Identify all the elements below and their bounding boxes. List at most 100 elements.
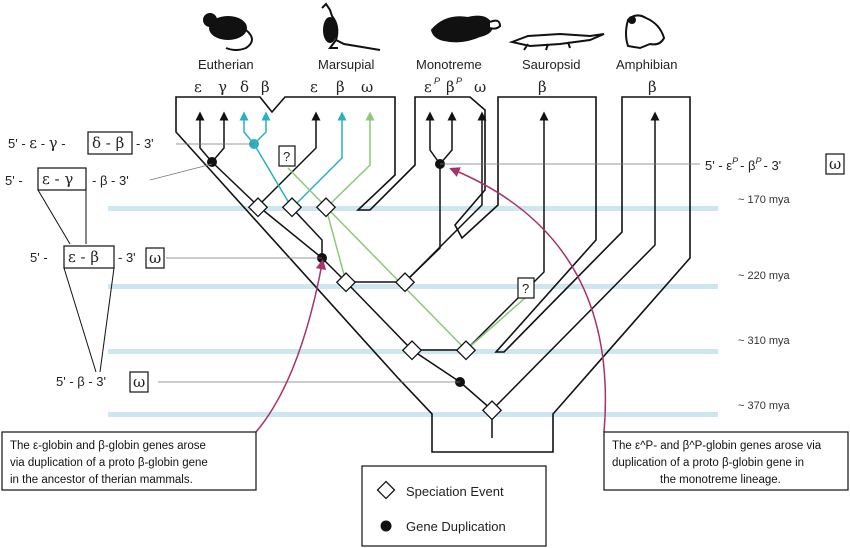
cluster-2: 5' - ε - γ - β - 3': [5, 163, 213, 245]
cluster-3-box: [63, 245, 115, 269]
lineage-marsupial-epsilon: [257, 111, 321, 207]
cluster-2-prefix: 5' -: [5, 173, 23, 188]
lineage-eutherian-beta: [253, 111, 271, 145]
gene-eu-delta: δ: [240, 78, 249, 96]
note-left-line-1: The ε-globin and β-globin genes arose: [10, 440, 206, 452]
cluster-monotreme-omega-box: [825, 153, 845, 175]
note-box-left: [1, 431, 257, 491]
gene-eu-epsilon: ε: [194, 78, 202, 96]
mya-label-220: ~ 220 mya: [738, 270, 791, 282]
gene-mo-epsilon-sup: P: [434, 76, 440, 86]
cluster-2-expansion: [37, 189, 87, 245]
mouse-icon: [203, 13, 253, 51]
gene-mo-beta-sup: P: [456, 76, 462, 86]
cluster-1-suffix: - 3': [136, 136, 154, 151]
annotation-arrow-left: [255, 258, 327, 433]
cluster-monotreme: 5' - εP- βP- 3' ω: [440, 153, 845, 175]
cluster-monotreme-omega: ω: [829, 155, 841, 173]
speciation-diamond-3: [315, 197, 337, 218]
question-box-1: [278, 145, 296, 167]
lineage-eutherian-delta: [239, 111, 255, 145]
lineage-eutherian-epsilon: [195, 111, 213, 163]
legend-duplication-label: Gene Duplication: [406, 519, 506, 534]
mya-label-310: ~ 310 mya: [738, 335, 791, 347]
time-bands: [108, 206, 718, 417]
cluster-4-omega: ω: [133, 373, 145, 391]
platypus-icon: [430, 15, 502, 43]
legend-box: [361, 465, 547, 547]
lineage-monotreme-omega: [404, 111, 487, 283]
lineage-monotreme-epsilon: [425, 111, 441, 165]
lineage-omega-from-eutherian: [287, 167, 467, 351]
cluster-3-omega-box: [145, 247, 165, 269]
lineage-omega-from-sauropsid: [465, 297, 526, 351]
cluster-4-omega-box: [129, 371, 149, 393]
band-170: [108, 206, 718, 211]
speciation-diamond-2: [281, 197, 303, 218]
cluster-1-boxed: δ - β: [92, 134, 124, 152]
lineage-amphibian-beta: [459, 111, 660, 412]
gene-mo-beta: β: [446, 78, 455, 96]
lineage-eu-to-dup: [211, 161, 259, 207]
cluster-monotreme-text: 5' - εP- βP- 3': [705, 156, 781, 173]
cluster-2-leader: [149, 163, 213, 181]
gene-mo-omega: ω: [474, 78, 486, 96]
lineage-monotreme-beta: [439, 111, 457, 165]
cluster-3-boxed: ε - β: [68, 248, 99, 266]
gene-eu-gamma: γ: [218, 78, 227, 96]
note-right-line-1: The ε^P- and β^P-globin genes arose via: [612, 440, 822, 452]
cluster-3-expansion: [63, 267, 115, 373]
cluster-1-box: [87, 131, 133, 155]
cluster-3-prefix: 5' -: [30, 250, 48, 265]
cluster-4: 5' - β - 3' ω: [56, 371, 460, 393]
band-370: [108, 412, 718, 417]
note-box-right: [603, 431, 849, 491]
lineage-therian-dup-up: [291, 207, 323, 258]
speciation-diamond-5: [394, 272, 416, 293]
frog-icon: [625, 14, 666, 50]
legend-duplication-icon: [380, 520, 392, 532]
lineage-marsupial-omega: [325, 111, 375, 209]
cluster-4-prefix: 5' - β - 3': [56, 374, 106, 389]
note-right-line-2: duplication of a proto β-globin gene in: [612, 457, 804, 469]
taxon-label-amphibian: Amphibian: [616, 57, 677, 72]
gene-sa-beta: β: [538, 78, 547, 96]
lineage-therian-eps: [257, 205, 323, 259]
duplication-dot-eutherian: [207, 157, 217, 167]
gene-am-beta: β: [648, 78, 657, 96]
mya-label-170: ~ 170 mya: [738, 194, 791, 206]
mya-label-370: ~ 370 mya: [738, 400, 791, 412]
note-right-line-3: the monotreme lineage.: [660, 474, 781, 486]
taxon-label-eutherian: Eutherian: [198, 57, 254, 72]
cluster-2-boxed: ε - γ: [42, 170, 73, 188]
gene-lineages-cyan: [239, 111, 347, 209]
cluster-3-suffix: - 3': [118, 250, 136, 265]
lineage-eutherian-gamma: [211, 111, 229, 163]
species-tree-outline: [175, 96, 691, 453]
speciation-markers: [247, 197, 503, 421]
cluster-2-box: [37, 167, 87, 191]
gene-eu-beta: β: [261, 78, 270, 96]
note-left-line-3: in the ancestor of therian mammals.: [10, 474, 193, 486]
speciation-diamond-6: [401, 340, 423, 361]
lineage-marsupial-beta: [291, 111, 347, 209]
gene-ma-epsilon: ε: [310, 78, 318, 96]
gene-mo-epsilon: ε: [424, 78, 432, 96]
gene-ma-beta: β: [336, 78, 345, 96]
lineage-sauropsid-beta: [412, 111, 549, 351]
cluster-3-omega: ω: [149, 249, 161, 267]
cluster-3: 5' - ε - β - 3' ω: [30, 245, 322, 373]
cluster-2-mid: - β - 3': [92, 173, 129, 188]
speciation-diamond-1: [247, 197, 269, 218]
note-left-line-2: via duplication of a proto β-globin gene: [10, 457, 208, 469]
taxon-label-sauropsid: Sauropsid: [522, 57, 581, 72]
question-box-2: [517, 277, 535, 299]
legend-speciation-icon: [376, 480, 396, 500]
speciation-diamond-7: [455, 340, 477, 361]
cluster-1-prefix: 5' - ε - γ -: [8, 134, 66, 152]
annotation-arrow-right: [449, 167, 607, 433]
speciation-diamond-4: [335, 272, 357, 293]
legend-speciation-label: Speciation Event: [406, 484, 504, 499]
taxon-label-marsupial: Marsupial: [318, 57, 374, 72]
